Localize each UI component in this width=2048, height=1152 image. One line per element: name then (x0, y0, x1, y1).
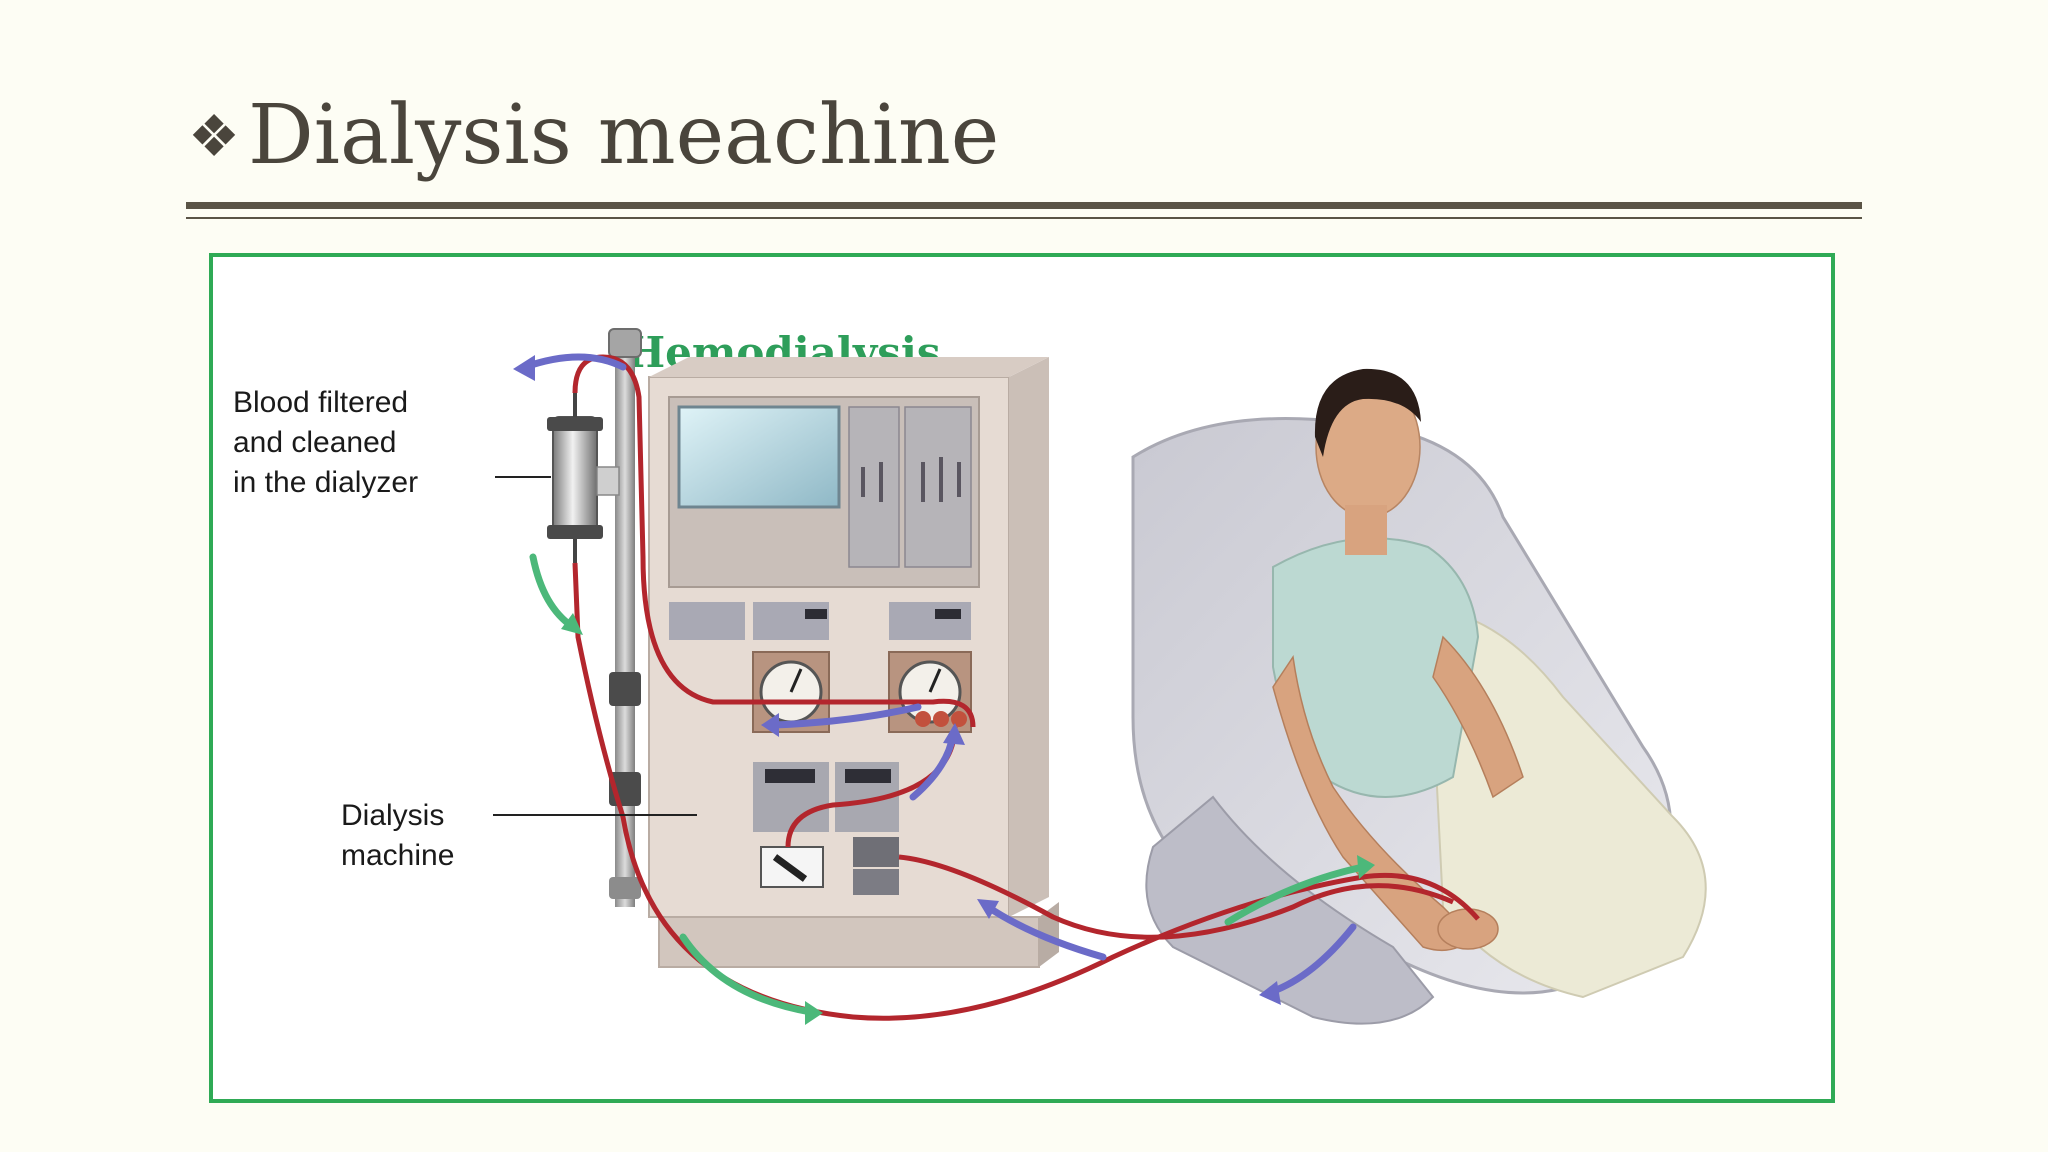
dialysis-machine (648, 357, 1059, 968)
dialyzer (547, 393, 620, 563)
patient (1272, 368, 1707, 999)
slide-title: ❖ Dialysis meachine (188, 88, 999, 183)
title-rule-thick (186, 202, 1862, 209)
dialyzer-label: Blood filtered and cleaned in the dialyz… (233, 386, 418, 499)
flow-arrows (513, 353, 1375, 1025)
diamond-bullet-icon: ❖ (188, 101, 240, 170)
iv-pole (608, 328, 642, 907)
machine-label: Dialysis machine (341, 799, 454, 872)
slide-title-text: Dialysis meachine (248, 88, 1000, 183)
hemodialysis-illustration: Hemodialysis (233, 328, 1707, 1025)
title-rule-thin (186, 217, 1862, 219)
hemodialysis-figure: Hemodialysis (209, 253, 1835, 1103)
